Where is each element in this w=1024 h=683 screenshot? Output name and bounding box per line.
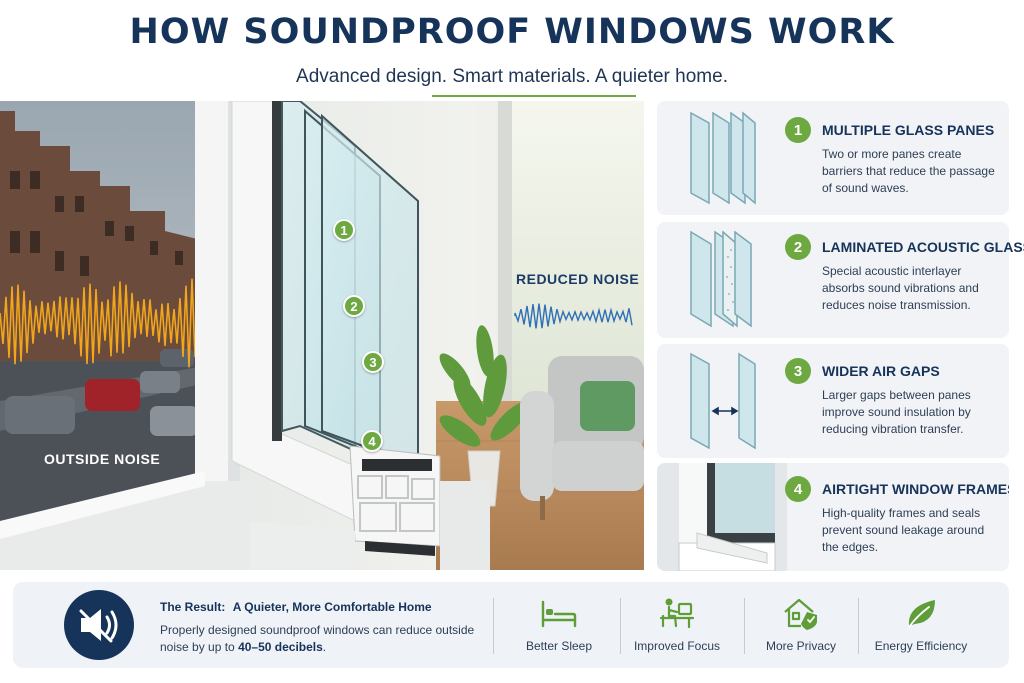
feature-title: WIDER AIR GAPS (822, 363, 940, 379)
callout-marker-3: 3 (362, 351, 384, 373)
feature-description: Larger gaps between panes improve sound … (822, 388, 971, 436)
feature-description: Special acoustic interlayer absorbs soun… (822, 264, 979, 312)
result-description-end: . (322, 640, 327, 654)
result-title-text: A Quieter, More Comfortable Home (232, 600, 432, 614)
feature-number-badge: 2 (785, 234, 811, 260)
feature-number-badge: 1 (785, 117, 811, 143)
reduced-noise-waveform (514, 303, 633, 329)
divider (493, 598, 494, 654)
feature-card-airtight-frames: 4 AIRTIGHT WINDOW FRAMES High-quality fr… (657, 463, 1009, 571)
window-cross-section-illustration: OUTSIDE NOISE REDUCED NOISE 1 2 3 4 (0, 101, 644, 570)
outside-noise-label: OUTSIDE NOISE (44, 451, 161, 467)
person-at-desk-icon (659, 598, 695, 629)
laminated-glass-icon (690, 230, 752, 328)
callout-marker-2: 2 (343, 295, 365, 317)
house-shield-icon (784, 598, 817, 630)
result-title: The Result: A Quieter, More Comfortable … (160, 600, 432, 614)
leaf-icon (908, 600, 935, 628)
page-subtitle: Advanced design. Smart materials. A quie… (296, 66, 728, 87)
window-frame-icon (657, 463, 787, 571)
result-description-text: Properly designed soundproof windows can… (160, 623, 475, 654)
divider (858, 598, 859, 654)
feature-description: High-quality frames and seals prevent so… (822, 506, 985, 554)
feature-number-badge: 4 (785, 476, 811, 502)
result-title-prefix: The Result: (160, 600, 226, 614)
benefit-label: Better Sleep (525, 639, 593, 653)
feature-description: Two or more panes create barriers that r… (822, 147, 995, 195)
feature-title: MULTIPLE GLASS PANES (822, 122, 995, 138)
feature-title: AIRTIGHT WINDOW FRAMES (822, 481, 1009, 497)
benefit-energy-efficiency: Energy Efficiency (859, 596, 983, 653)
page-title: HOW SOUNDPROOF WINDOWS WORK (129, 12, 895, 52)
glass-panes-icon (690, 111, 756, 205)
callout-marker-4: 4 (361, 430, 383, 452)
callout-marker-1: 1 (333, 219, 355, 241)
divider (744, 598, 745, 654)
reduced-noise-label: REDUCED NOISE (516, 271, 640, 287)
benefit-label: Improved Focus (633, 639, 721, 653)
feature-card-air-gaps: 3 WIDER AIR GAPS Larger gaps between pan… (657, 344, 1009, 458)
benefit-label: More Privacy (765, 639, 836, 653)
outside-noise-waveform (0, 278, 199, 368)
benefit-better-sleep: Better Sleep (497, 596, 621, 653)
air-gap-icon (690, 352, 756, 450)
hero-scene (0, 101, 644, 570)
benefit-improved-focus: Improved Focus (615, 596, 739, 653)
bed-icon (541, 600, 577, 628)
feature-card-laminated-glass: 2 LAMINATED ACOUSTIC GLASS Special acous… (657, 222, 1024, 338)
result-highlight: 40–50 decibels (238, 640, 323, 654)
result-summary-bar: The Result: A Quieter, More Comfortable … (13, 582, 1009, 668)
result-description: Properly designed soundproof windows can… (160, 622, 480, 656)
subtitle-underline (432, 95, 636, 97)
speaker-muted-icon (64, 590, 134, 660)
benefit-more-privacy: More Privacy (739, 596, 863, 653)
feature-number-badge: 3 (785, 358, 811, 384)
benefit-label: Energy Efficiency (874, 639, 968, 653)
divider (620, 598, 621, 654)
feature-title: LAMINATED ACOUSTIC GLASS (822, 239, 1024, 255)
feature-card-multiple-panes: 1 MULTIPLE GLASS PANES Two or more panes… (657, 101, 1009, 215)
